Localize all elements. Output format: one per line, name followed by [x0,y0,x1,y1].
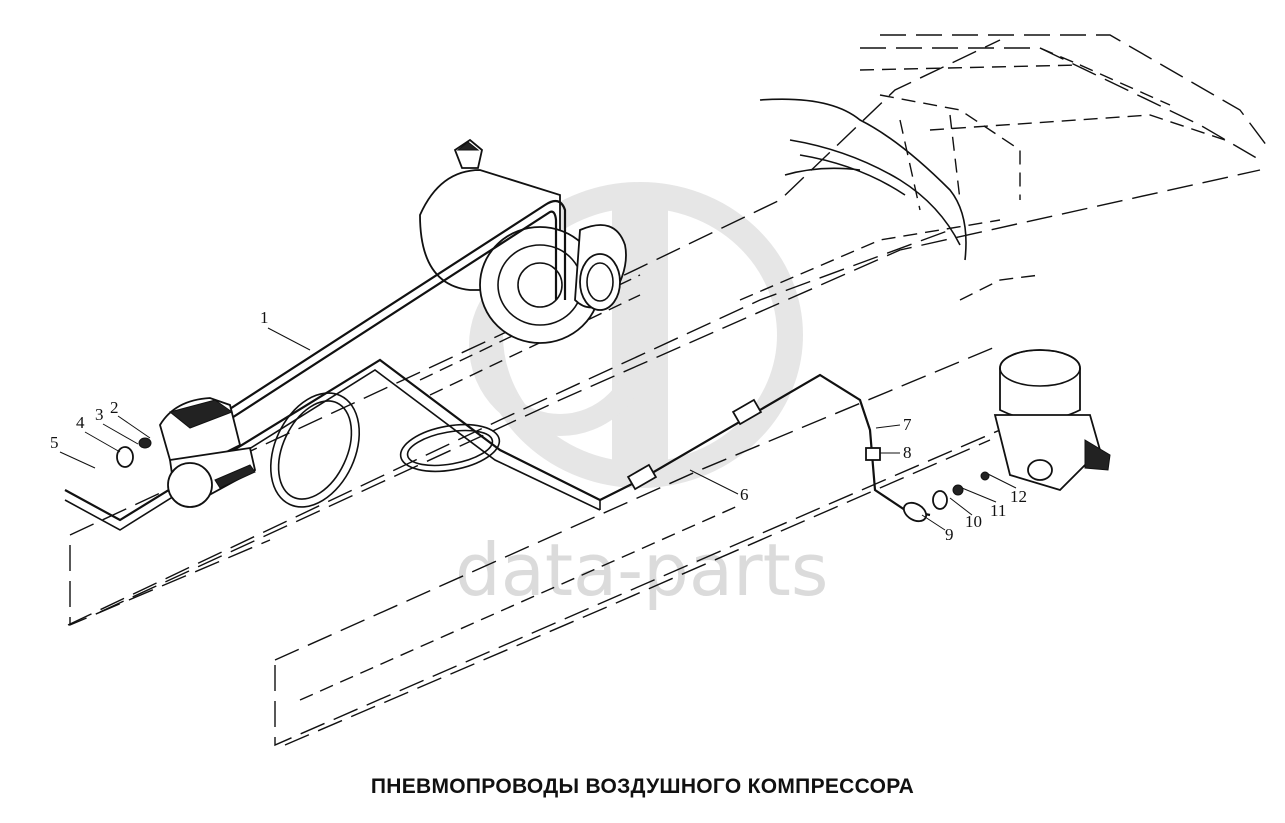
callout-2: 2 [110,398,119,417]
callout-1: 1 [260,308,269,327]
callout-7: 7 [903,415,912,434]
callouts: 1 2 3 4 5 6 7 8 9 10 11 12 [50,308,1027,544]
callout-5: 5 [50,433,59,452]
callout-12: 12 [1010,487,1027,506]
callout-9: 9 [945,525,954,544]
watermark-text: data-parts [455,528,828,612]
callout-3: 3 [95,405,104,424]
air-compressor [116,397,257,508]
callout-10: 10 [965,512,982,531]
turbocharger [419,138,627,344]
callout-11: 11 [990,501,1006,520]
page-title: ПНЕВМОПРОВОДЫ ВОЗДУШНОГО КОМПРЕССОРА [370,775,915,798]
engine-frame-outline [67,34,1271,747]
callout-4: 4 [76,413,85,432]
pipe-loops [64,358,931,531]
valve-cover [759,94,1021,261]
pipe-1 [204,199,567,433]
air-dryer [932,349,1111,510]
pipe-fittings [626,398,928,523]
callout-8: 8 [903,443,912,462]
callout-6: 6 [740,485,749,504]
